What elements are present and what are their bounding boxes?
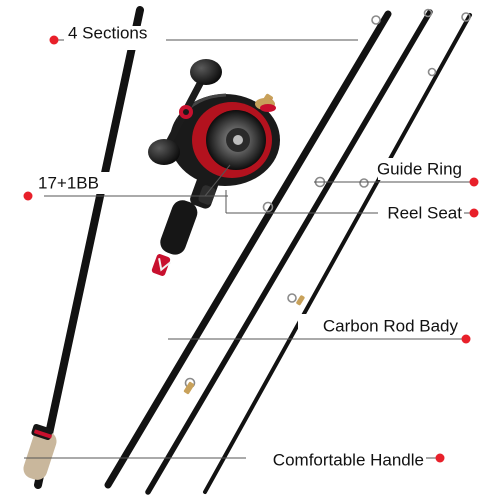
guide-ring-icon <box>359 178 369 188</box>
eva-foregrip <box>160 200 198 255</box>
rod-sections <box>34 6 472 495</box>
cork-butt <box>23 430 57 480</box>
label-4-sections: 4 Sections <box>68 23 147 42</box>
guide-ring-icon <box>461 12 471 22</box>
guide-ring-icon <box>371 15 381 25</box>
rod-handle <box>23 200 198 480</box>
label-guide-ring: Guide Ring <box>377 159 462 178</box>
guide-ring-icon <box>423 8 433 18</box>
label-bearings: 17+1BB <box>38 173 99 192</box>
rod-section-4 <box>203 13 472 494</box>
rod-section-3 <box>145 9 433 495</box>
red-dot-icon <box>469 208 479 218</box>
red-dot-icon <box>23 191 33 201</box>
rod-section-2 <box>104 10 392 489</box>
rod-section-1 <box>34 6 144 489</box>
red-dot-icon <box>469 177 479 187</box>
label-carbon-rod-body: Carbon Rod Bady <box>323 316 459 335</box>
guide-ring-icon <box>427 67 437 77</box>
guide-ring-icon <box>262 201 274 213</box>
baitcasting-reel <box>148 59 280 186</box>
reel-knob-top <box>190 59 222 85</box>
reel-knob-bottom <box>148 139 180 165</box>
red-dot-icon <box>461 334 471 344</box>
label-comfortable-handle: Comfortable Handle <box>273 450 424 469</box>
marker-dots <box>23 35 479 463</box>
label-reel-seat: Reel Seat <box>387 203 462 222</box>
red-dot-icon <box>435 453 445 463</box>
red-dot-icon <box>49 35 59 45</box>
guide-ring-icon <box>287 293 297 303</box>
